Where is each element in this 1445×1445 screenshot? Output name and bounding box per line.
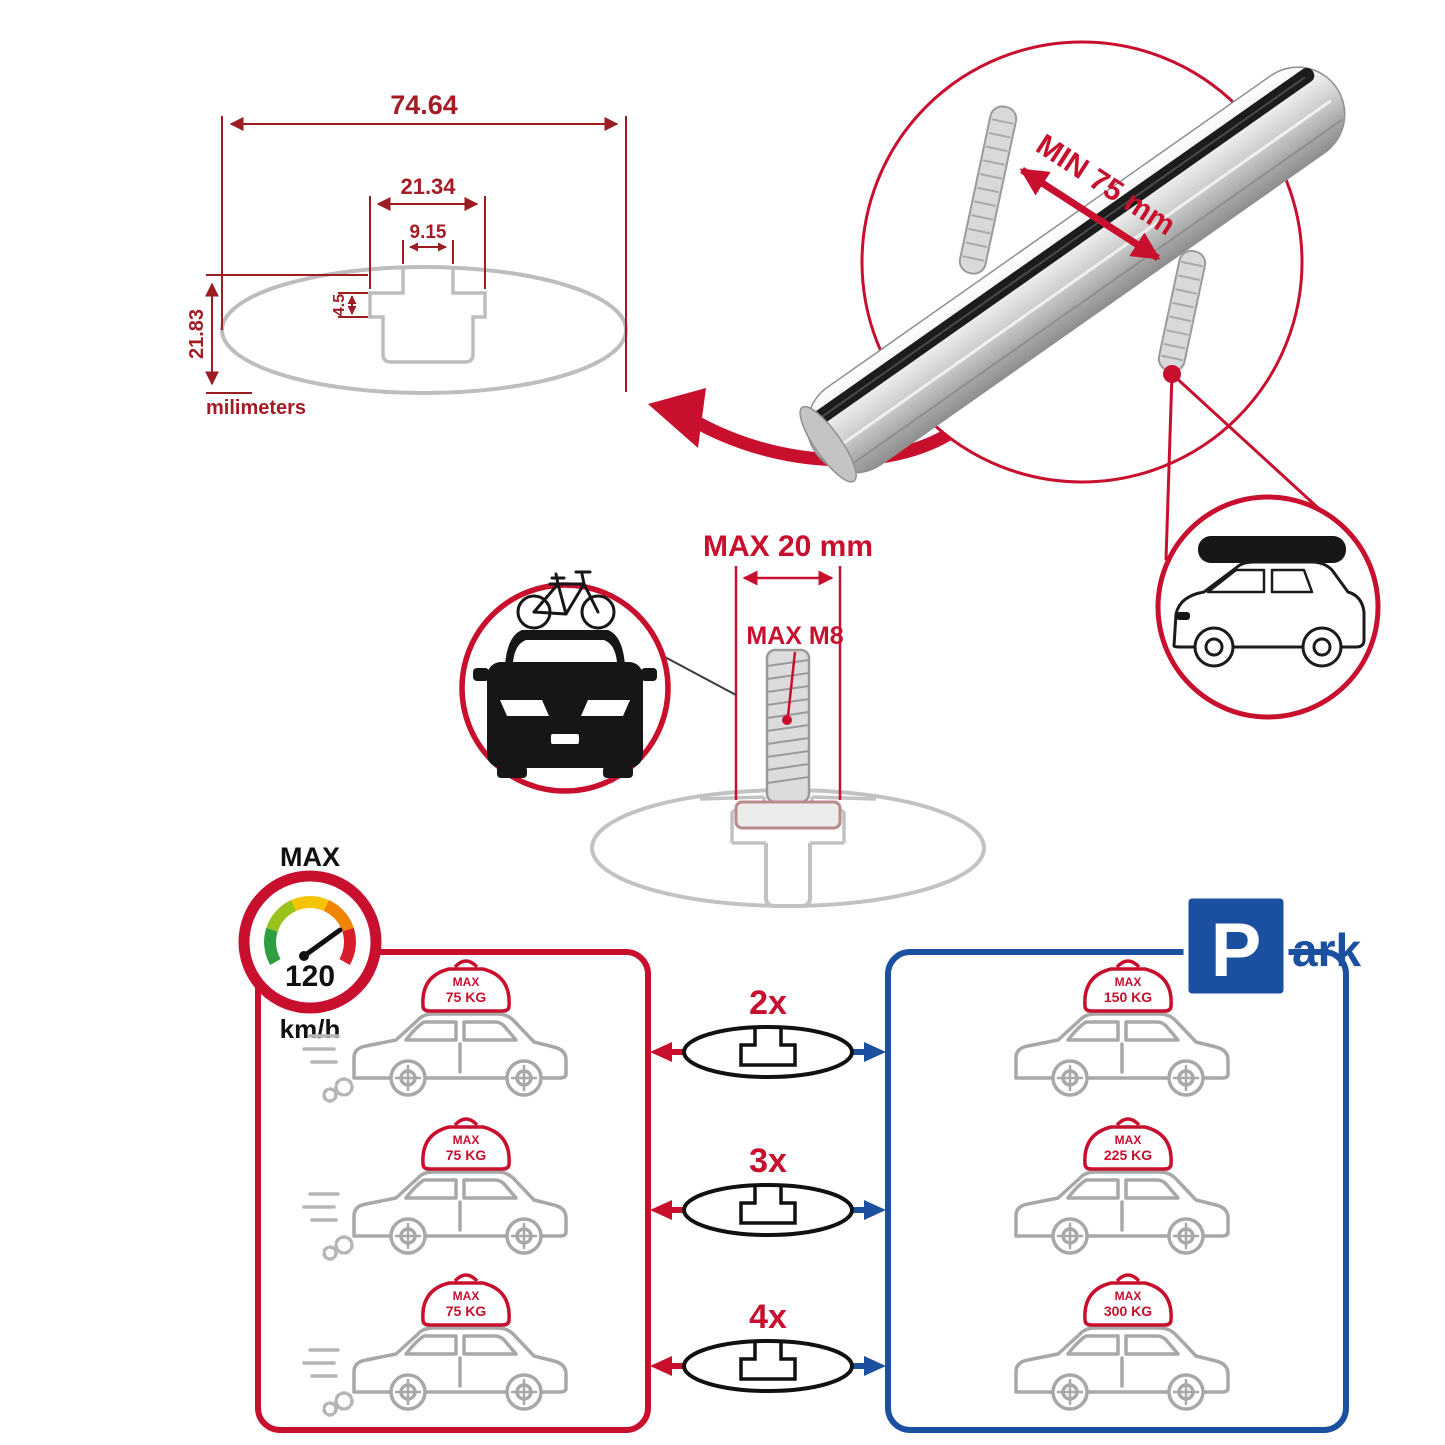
min-width-arrow [1019, 167, 1161, 261]
red-arrowhead-icon [650, 1356, 672, 1376]
thread-callout-dot [782, 715, 792, 725]
bag-weight-label: 75 KG [446, 989, 487, 1005]
bike-on-car-circle [459, 570, 737, 794]
clamp-strap-rear-icon [958, 105, 1018, 275]
bag-max-label: MAX [453, 1289, 480, 1303]
max-width-label: MAX 20 mm [703, 530, 873, 563]
bag-max-label: MAX [1115, 1289, 1142, 1303]
parking-suffix: ark [1292, 924, 1361, 976]
load-comparison: 2x 3x 4x [650, 984, 886, 1393]
dim-slot-outer: 21.34 [400, 174, 456, 199]
suv-with-roofbox-icon [1172, 536, 1366, 668]
max-thread-label: MAX M8 [746, 622, 843, 650]
bolt-stem [764, 843, 812, 908]
bar-count-label: 3x [749, 1142, 787, 1180]
tslot-bolt-detail: MAX 20 mm MAX M8 [590, 530, 986, 908]
parked-cars: MAX 150 KG MAX 225 KG MAX 300 KG [1014, 959, 1230, 1411]
blue-arrowhead-icon [864, 1356, 886, 1376]
bag-max-label: MAX [1115, 1133, 1142, 1147]
speedometer-icon: 120 [238, 870, 382, 1014]
crossbar-section-icon [682, 1183, 854, 1237]
bar-count-label: 2x [749, 984, 787, 1022]
bar-count-label: 4x [749, 1298, 787, 1336]
bag-max-label: MAX [453, 1133, 480, 1147]
car-roofbox-circle [1155, 372, 1381, 720]
bag-weight-label: 75 KG [446, 1147, 487, 1163]
red-arrowhead-icon [650, 1200, 672, 1220]
dim-step: 4.5 [331, 294, 348, 316]
dim-total-height: 21.83 [186, 309, 208, 359]
bag-weight-label: 75 KG [446, 1303, 487, 1319]
bag-max-label: MAX [453, 975, 480, 989]
profile-ellipse [220, 265, 628, 395]
bicycle-icon [516, 570, 616, 630]
bag-weight-label: 150 KG [1104, 989, 1152, 1005]
clamp-detail-circle: MIN 75 mm [799, 40, 1346, 484]
parking-letter: P [1211, 908, 1262, 993]
red-arrowhead-icon [650, 1042, 672, 1062]
speed-value: 120 [285, 960, 335, 993]
blue-arrowhead-icon [864, 1200, 886, 1220]
callout-line [1170, 372, 1342, 530]
blue-arrowhead-icon [864, 1042, 886, 1062]
speed-unit-label: km/h [280, 1014, 341, 1044]
profile-t-slot [368, 268, 487, 364]
car-front-icon [473, 630, 657, 778]
cross-section-drawing: 74.64 21.34 9.15 4.5 21.83 milimeters [186, 90, 628, 419]
unit-label: milimeters [206, 397, 306, 419]
bag-weight-label: 225 KG [1104, 1147, 1152, 1163]
threaded-bolt-icon [734, 648, 842, 830]
dimension-lines [205, 116, 627, 394]
crossbar-section-icon [682, 1339, 854, 1393]
callout-line [1164, 373, 1174, 561]
driving-cars: MAX 75 KG MAX 75 KG MAX 75 KG [302, 959, 568, 1417]
bag-max-label: MAX [1115, 975, 1142, 989]
bag-weight-label: 300 KG [1104, 1303, 1152, 1319]
speed-max-label: MAX [280, 842, 340, 872]
parking-sign: P ark [1183, 893, 1361, 999]
dim-slot-inner: 9.15 [410, 222, 447, 243]
dim-total-width: 74.64 [390, 90, 458, 120]
crossbar-section-icon [682, 1025, 854, 1079]
bolt-dimension-lines [734, 566, 842, 800]
